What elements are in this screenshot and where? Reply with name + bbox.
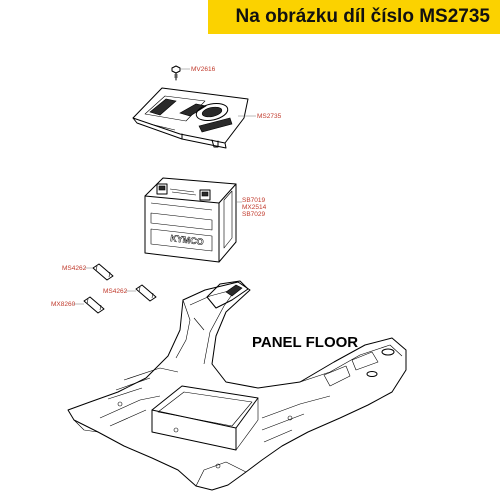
part-label-ms2735[interactable]: MS2735 — [257, 113, 282, 120]
part-label-ms4262-b[interactable]: MS4262 — [103, 288, 128, 295]
part-label-sb7019[interactable]: SB7019 — [242, 197, 266, 204]
floor-panel-part[interactable] — [67, 280, 407, 491]
fuse-part-2[interactable] — [135, 284, 157, 302]
part-label-mv2616[interactable]: MV2616 — [191, 66, 216, 73]
fuse-part-3[interactable] — [83, 296, 105, 314]
battery-cover-part[interactable] — [132, 87, 249, 149]
part-label-sb7029[interactable]: SB7029 — [242, 211, 266, 218]
banner-text: Na obrázku díl číslo MS2735 — [235, 6, 490, 27]
screw-part[interactable] — [171, 65, 181, 81]
battery-part[interactable]: KYMCO — [144, 177, 237, 263]
panel-floor-title: PANEL FLOOR — [252, 334, 358, 351]
part-label-mx8260[interactable]: MX8260 — [51, 301, 76, 308]
battery-brand-text: KYMCO — [170, 233, 204, 247]
highlight-banner: Na obrázku díl číslo MS2735 — [208, 0, 500, 34]
part-label-ms4262-a[interactable]: MS4262 — [62, 265, 87, 272]
fuse-part-1[interactable] — [92, 263, 114, 281]
part-label-mx2514[interactable]: MX2514 — [242, 204, 267, 211]
